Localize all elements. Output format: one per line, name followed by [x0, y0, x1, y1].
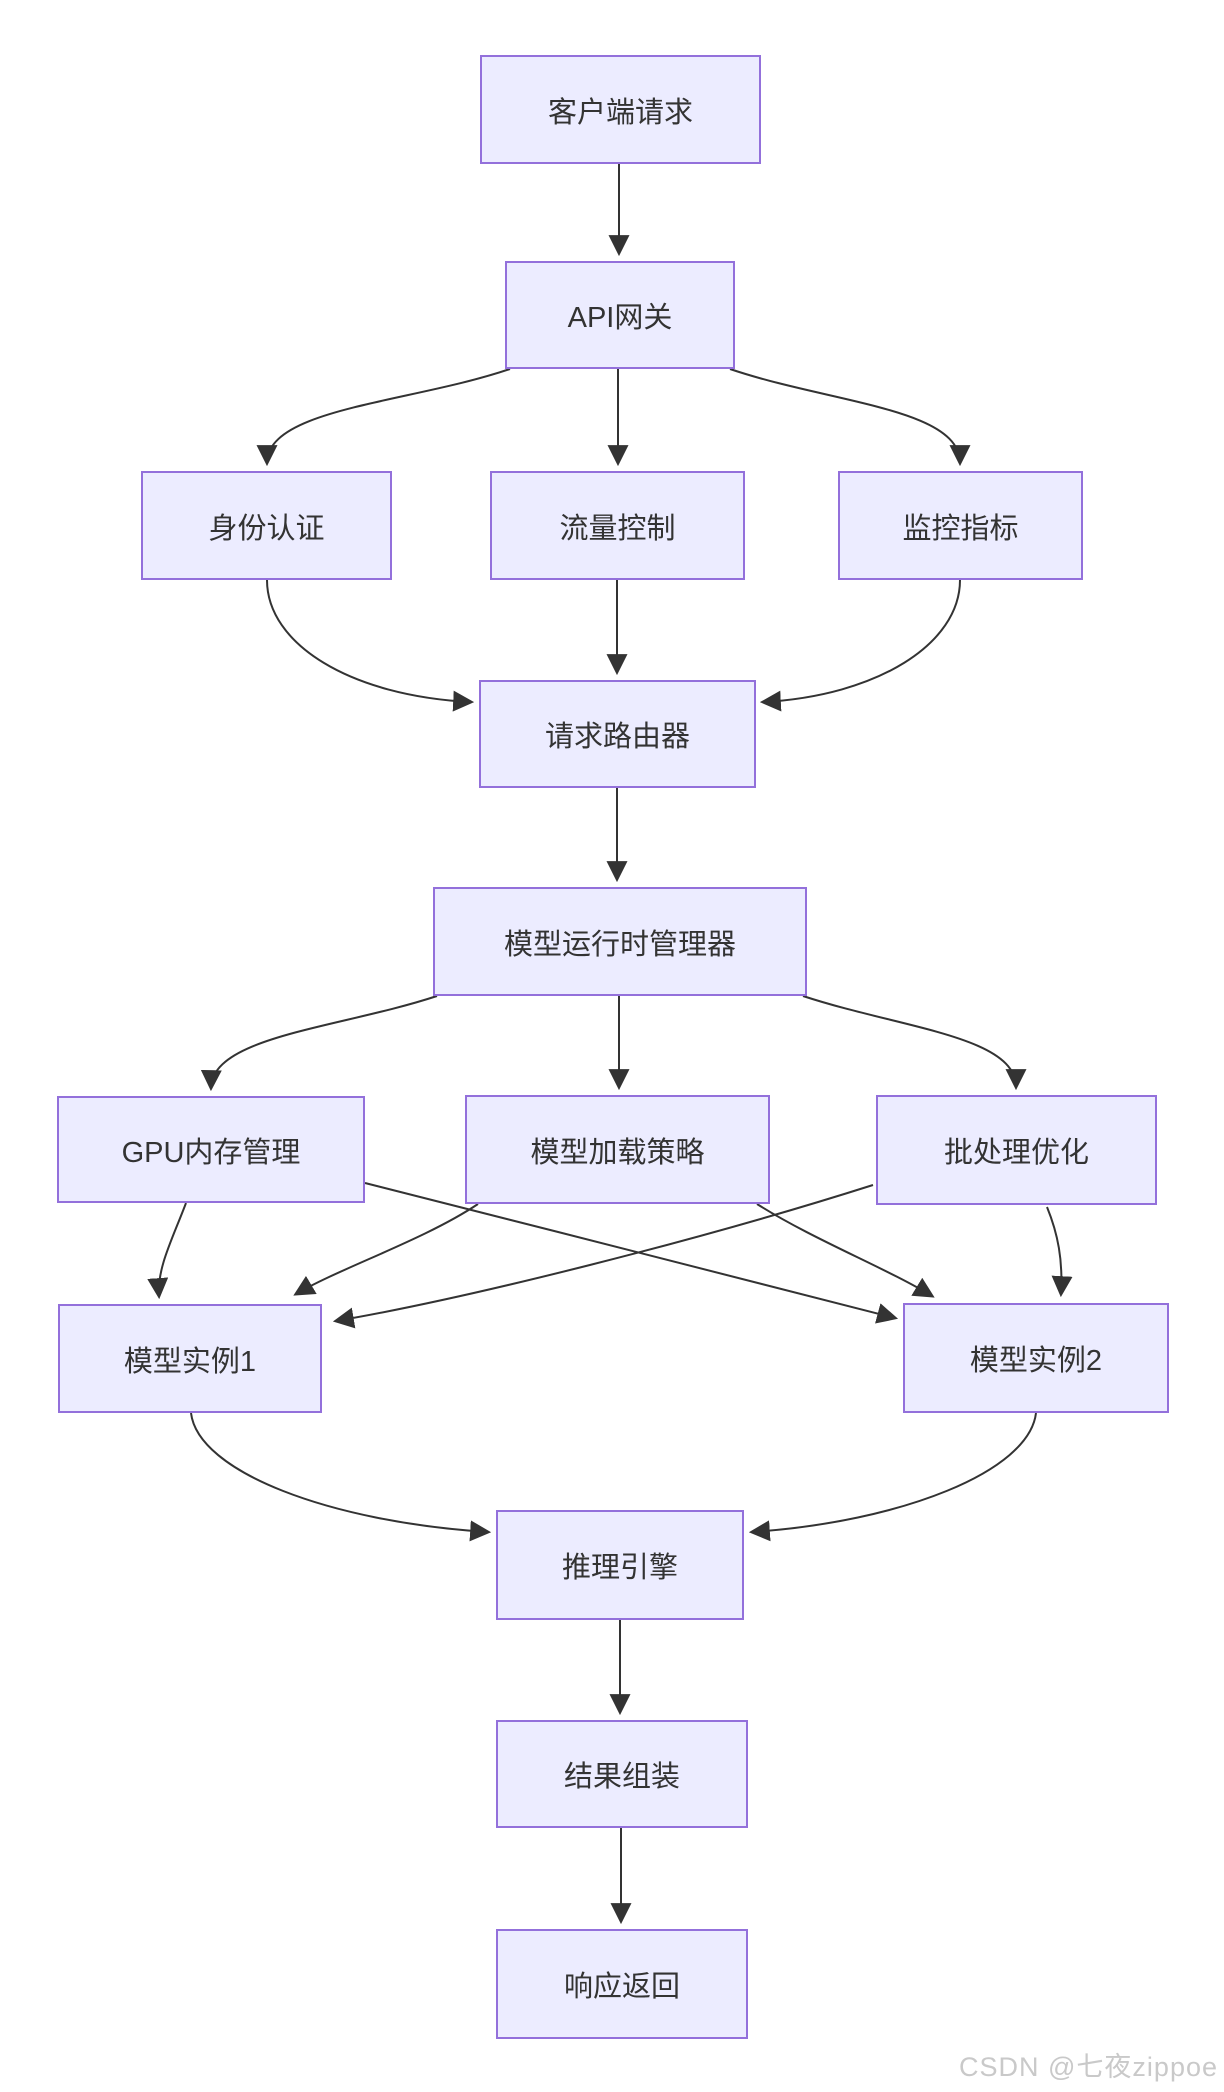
edge-runtime-manager-to-batch-optimization — [802, 995, 1027, 1091]
node-gpu-memory: GPU内存管理 — [57, 1096, 365, 1203]
node-api-gateway: API网关 — [505, 261, 735, 369]
edge-api-gateway-to-monitoring — [729, 368, 971, 467]
node-model-instance-2-label: 模型实例2 — [969, 1345, 1103, 1377]
edge-model-instance-2-to-inference-engine — [748, 1412, 1037, 1542]
node-traffic-control-label: 流量控制 — [559, 512, 676, 545]
edge-loading-strategy-to-model-instance-1 — [293, 1203, 479, 1296]
node-model-instance-1-label: 模型实例1 — [123, 1345, 257, 1378]
edge-monitoring-to-request-router — [759, 579, 961, 712]
node-api-gateway-label: API网关 — [567, 302, 673, 334]
node-inference-engine: 推理引擎 — [496, 1510, 744, 1620]
node-traffic-control: 流量控制 — [490, 471, 745, 580]
edge-runtime-manager-to-gpu-memory — [200, 995, 438, 1092]
node-client-request: 客户端请求 — [480, 55, 761, 164]
node-auth-label: 身份认证 — [208, 512, 325, 545]
edge-loading-strategy-to-model-instance-2 — [756, 1203, 935, 1298]
node-response-return: 响应返回 — [496, 1929, 748, 2039]
edge-gpu-memory-to-model-instance-2 — [364, 1182, 899, 1324]
node-inference-engine-label: 推理引擎 — [561, 1552, 678, 1584]
node-runtime-manager: 模型运行时管理器 — [433, 887, 807, 996]
node-loading-strategy: 模型加载策略 — [465, 1095, 770, 1204]
edge-gpu-memory-to-model-instance-1 — [147, 1202, 187, 1300]
node-model-instance-2: 模型实例2 — [903, 1303, 1169, 1413]
edge-batch-optimization-to-model-instance-2 — [1046, 1206, 1073, 1298]
node-request-router-label: 请求路由器 — [544, 721, 690, 753]
node-result-assembly: 结果组装 — [496, 1720, 748, 1828]
node-auth: 身份认证 — [141, 471, 392, 580]
node-monitoring: 监控指标 — [838, 471, 1083, 580]
node-monitoring-label: 监控指标 — [902, 512, 1019, 545]
node-batch-optimization-label: 批处理优化 — [943, 1137, 1089, 1169]
edge-auth-to-request-router — [266, 579, 475, 712]
node-response-return-label: 响应返回 — [563, 1971, 680, 2003]
node-result-assembly-label: 结果组装 — [563, 1761, 680, 1793]
node-runtime-manager-label: 模型运行时管理器 — [503, 928, 736, 961]
node-model-instance-1: 模型实例1 — [58, 1304, 322, 1413]
edge-api-gateway-to-auth — [256, 368, 511, 467]
csdn-watermark: CSDN @七夜zippoe — [959, 2052, 1218, 2082]
edge-batch-optimization-to-model-instance-1 — [332, 1184, 874, 1329]
edge-model-instance-1-to-inference-engine — [190, 1412, 492, 1542]
node-batch-optimization: 批处理优化 — [876, 1095, 1157, 1205]
node-client-request-label: 客户端请求 — [547, 96, 693, 129]
node-gpu-memory-label: GPU内存管理 — [121, 1136, 301, 1169]
node-loading-strategy-label: 模型加载策略 — [530, 1136, 705, 1169]
node-request-router: 请求路由器 — [479, 680, 756, 788]
